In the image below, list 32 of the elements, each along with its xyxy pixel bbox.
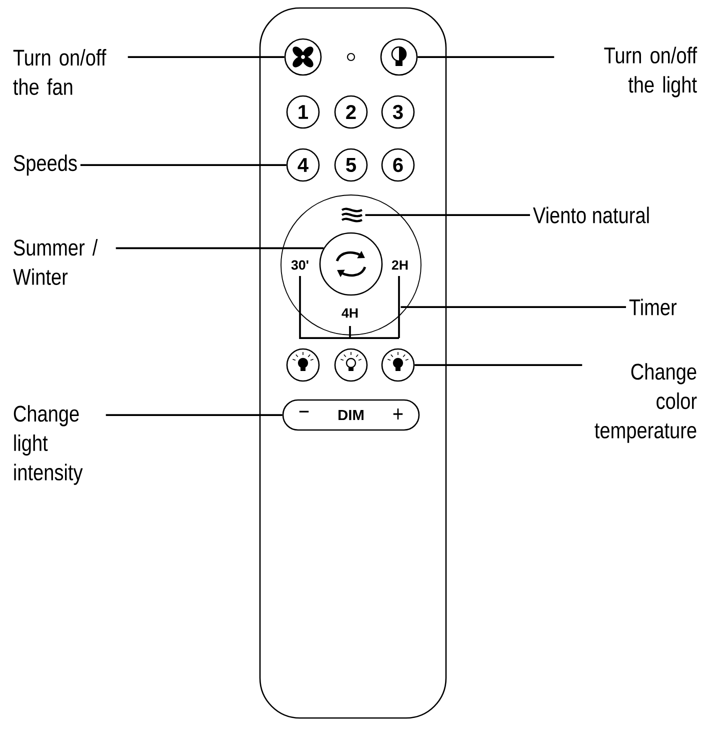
leader-line bbox=[414, 364, 582, 366]
label-text: Viento natural bbox=[533, 206, 649, 224]
leader-line bbox=[128, 56, 284, 58]
number-button: 1 bbox=[286, 95, 320, 129]
number-button: 3 bbox=[381, 95, 415, 129]
color-temperature-button bbox=[334, 348, 368, 382]
leader-line bbox=[400, 306, 626, 308]
number-button: 4 bbox=[286, 148, 320, 182]
number-button: 2 bbox=[334, 95, 368, 129]
leader-line bbox=[80, 164, 286, 166]
label-text: Speeds bbox=[14, 154, 77, 176]
color-temperature-button bbox=[286, 348, 320, 382]
label-text: Turn on/off the light bbox=[604, 46, 698, 98]
remote-body bbox=[259, 7, 447, 719]
number-button: 5 bbox=[334, 148, 368, 182]
label-text: Timer bbox=[629, 298, 677, 316]
light-button bbox=[380, 38, 418, 76]
label-text: Turn on/off the fan bbox=[13, 49, 106, 95]
leader-line bbox=[418, 56, 554, 58]
label-text: Change color temperature bbox=[594, 363, 697, 443]
label-text: Change light intensity bbox=[14, 405, 83, 485]
fan-button bbox=[284, 38, 322, 76]
wind-icon bbox=[342, 208, 362, 222]
leader-line bbox=[116, 247, 324, 250]
season-button bbox=[319, 232, 383, 296]
leader-line bbox=[365, 214, 530, 216]
label-text: Summer / Winter bbox=[13, 239, 98, 285]
color-temperature-button bbox=[381, 348, 415, 382]
leader-line bbox=[106, 414, 282, 416]
number-button: 6 bbox=[381, 148, 415, 182]
control-ring: 30' 2H 4H bbox=[280, 194, 422, 336]
dim-button: − DIM + bbox=[282, 399, 420, 431]
